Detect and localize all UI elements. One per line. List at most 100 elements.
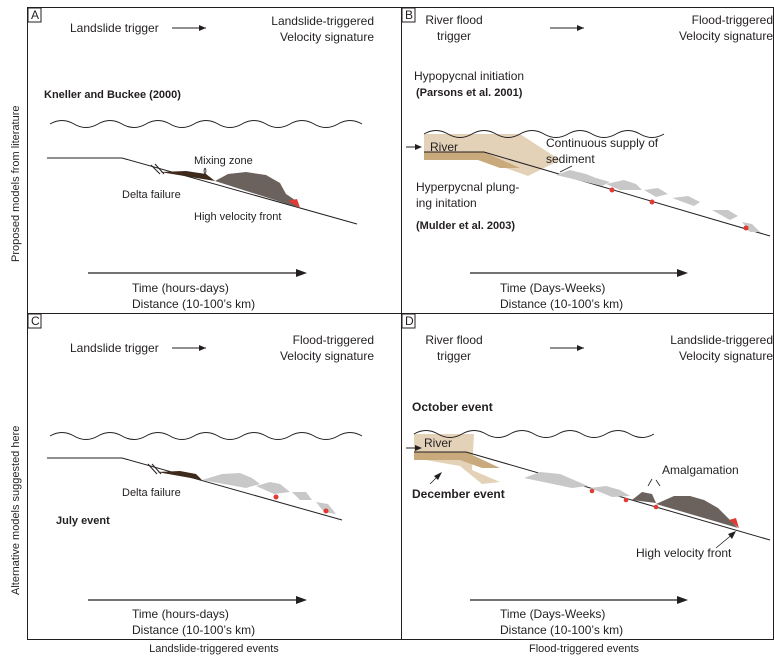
panel-c-signature-2: Velocity signature — [280, 349, 374, 363]
panel-b-grey-flow-3 — [644, 188, 668, 197]
panel-a-red-front — [288, 199, 300, 208]
panel-a-delta-failure: Delta failure — [122, 189, 181, 201]
panel-b-grey-flow-5 — [712, 210, 738, 220]
panel-d-red-front — [729, 518, 739, 528]
panel-d-distance-prefix: Distance — [500, 623, 550, 637]
panel-a-trigger: Landslide trigger — [70, 21, 159, 35]
panel-d-time: Time (Days-Weeks) — [500, 607, 605, 621]
panel-d-letter: D — [405, 314, 414, 328]
panel-c-grey-flow-3 — [292, 492, 312, 500]
panel-d-trigger-arrowhead — [577, 345, 584, 351]
panel-b-trigger-arrowhead — [577, 25, 584, 31]
panel-c-july-event: July event — [56, 515, 110, 527]
panel-d-amalgamation-tick-2 — [655, 479, 661, 487]
panel-b-distance-unit: (10-100’s km) — [550, 297, 623, 311]
panel-d-grey-flow-3 — [632, 492, 656, 503]
panel-b-red-dot-2 — [649, 199, 655, 205]
panel-d-distance-unit: (10-100’s km) — [550, 623, 623, 637]
panel-c: Landslide trigger Flood-triggered Veloci… — [47, 333, 374, 637]
panel-a-trigger-arrowhead — [199, 25, 206, 31]
panel-c-scar-1 — [147, 463, 158, 475]
panel-d-red-dot-3 — [653, 504, 659, 510]
panel-a-high-velocity: High velocity front — [194, 211, 281, 223]
panel-b-plume — [424, 134, 560, 176]
panel-c-red-dot-1 — [273, 494, 279, 500]
panel-a-failure-mass — [160, 171, 215, 181]
panel-d-amalgamation: Amalgamation — [662, 463, 739, 477]
panel-d-grey-flow-1 — [524, 472, 588, 488]
panel-d-signature-1: Landslide-triggered — [670, 333, 773, 347]
panel-a-flow-head — [215, 172, 300, 208]
panel-c-time-unit: (hours-days) — [162, 607, 229, 621]
panel-d-letter-box — [401, 313, 416, 329]
panel-a-signature-1: Landslide-triggered — [271, 14, 374, 28]
panel-a-distance: Distance (10-100’s km) — [132, 297, 255, 311]
panel-d-time-unit: (Days-Weeks) — [530, 607, 606, 621]
panel-c-delta-failure: Delta failure — [122, 487, 181, 499]
panel-d-time-arrowhead — [677, 596, 688, 604]
panel-b-river: River — [430, 140, 458, 154]
panel-d-distance: Distance (10-100’s km) — [500, 623, 623, 637]
panel-c-signature-1: Flood-triggered — [293, 333, 374, 347]
panel-a-signature-2: Velocity signature — [280, 30, 374, 44]
bottom-label-left: Landslide-triggered events — [149, 643, 279, 655]
panel-c-red-dot-2 — [323, 508, 329, 514]
panel-b-red-dot-1 — [609, 187, 615, 193]
panel-b-hyperpycnal-2: ing initation — [416, 196, 477, 210]
panel-c-grey-flow-2 — [256, 482, 290, 494]
panel-a: Landslide trigger Landslide-triggered Ve… — [44, 14, 374, 311]
panel-a-reference: Kneller and Buckee (2000) — [44, 89, 181, 101]
panel-b-time: Time (Days-Weeks) — [500, 281, 605, 295]
panel-d-trigger-1: River flood — [425, 333, 482, 347]
panel-a-sea-surface — [49, 120, 363, 128]
panel-a-mixing-curl — [203, 167, 207, 175]
panel-d-flow-head — [656, 496, 738, 528]
panel-d-river-arrowhead — [415, 445, 422, 451]
panel-b-letter: B — [405, 8, 413, 22]
panel-c-grey-flow-4 — [316, 502, 336, 514]
panel-c-failure-mass — [157, 471, 202, 480]
panel-d-time-prefix: Time — [500, 607, 530, 621]
panel-a-time-arrowhead — [296, 269, 307, 277]
panel-a-letter: A — [31, 8, 39, 22]
panel-b-red-dot-3 — [743, 225, 749, 231]
panel-b-trigger-1: River flood — [425, 13, 482, 27]
panel-a-scar-1 — [150, 164, 161, 175]
panel-c-sea-surface — [49, 432, 363, 440]
panel-b: River flood trigger Flood-triggered Velo… — [406, 13, 773, 311]
side-label-top: Proposed models from literature — [10, 105, 22, 262]
panel-a-distance-unit: (10-100’s km) — [182, 297, 255, 311]
panel-c-distance: Distance (10-100’s km) — [132, 623, 255, 637]
panel-a-distance-prefix: Distance — [132, 297, 182, 311]
panel-b-continuous-pointer — [559, 165, 573, 173]
panel-b-time-arrowhead — [677, 269, 688, 277]
panel-d-river-sediment — [414, 452, 500, 468]
panel-d-sea-surface — [413, 430, 655, 438]
panel-b-sea-surface — [423, 130, 665, 138]
panel-b-continuous-1: Continuous supply of — [546, 136, 659, 150]
panel-b-hypopycnal: Hypopycnal initiation — [414, 69, 524, 83]
panel-c-seafloor — [47, 457, 343, 521]
panel-b-time-prefix: Time — [500, 281, 530, 295]
panel-a-seafloor — [47, 157, 358, 225]
panel-d-river: River — [424, 436, 452, 450]
panel-b-parsons: (Parsons et al. 2001) — [416, 87, 523, 99]
panel-b-river-sediment — [424, 152, 520, 168]
panel-b-signature-2: Velocity signature — [679, 29, 773, 43]
panel-a-time: Time (hours-days) — [132, 281, 229, 295]
panel-c-distance-prefix: Distance — [132, 623, 182, 637]
panel-d-red-dot-1 — [589, 488, 595, 494]
panel-d-december-event: December event — [412, 487, 505, 501]
panel-d-trigger-2: trigger — [437, 349, 471, 363]
panel-c-trigger: Landslide trigger — [70, 341, 159, 355]
panel-b-hyperpycnal-1: Hyperpycnal plung- — [416, 180, 519, 194]
panel-b-distance: Distance (10-100’s km) — [500, 297, 623, 311]
panel-b-mulder: (Mulder et al. 2003) — [416, 220, 515, 232]
panel-d-signature-2: Velocity signature — [679, 349, 773, 363]
panel-c-letter: C — [31, 314, 40, 328]
bottom-label-right: Flood-triggered events — [529, 643, 640, 655]
panel-b-grey-flow-1 — [556, 170, 610, 186]
panel-d-amalgamation-tick-1 — [647, 478, 653, 487]
panel-b-continuous-2: sediment — [546, 152, 595, 166]
